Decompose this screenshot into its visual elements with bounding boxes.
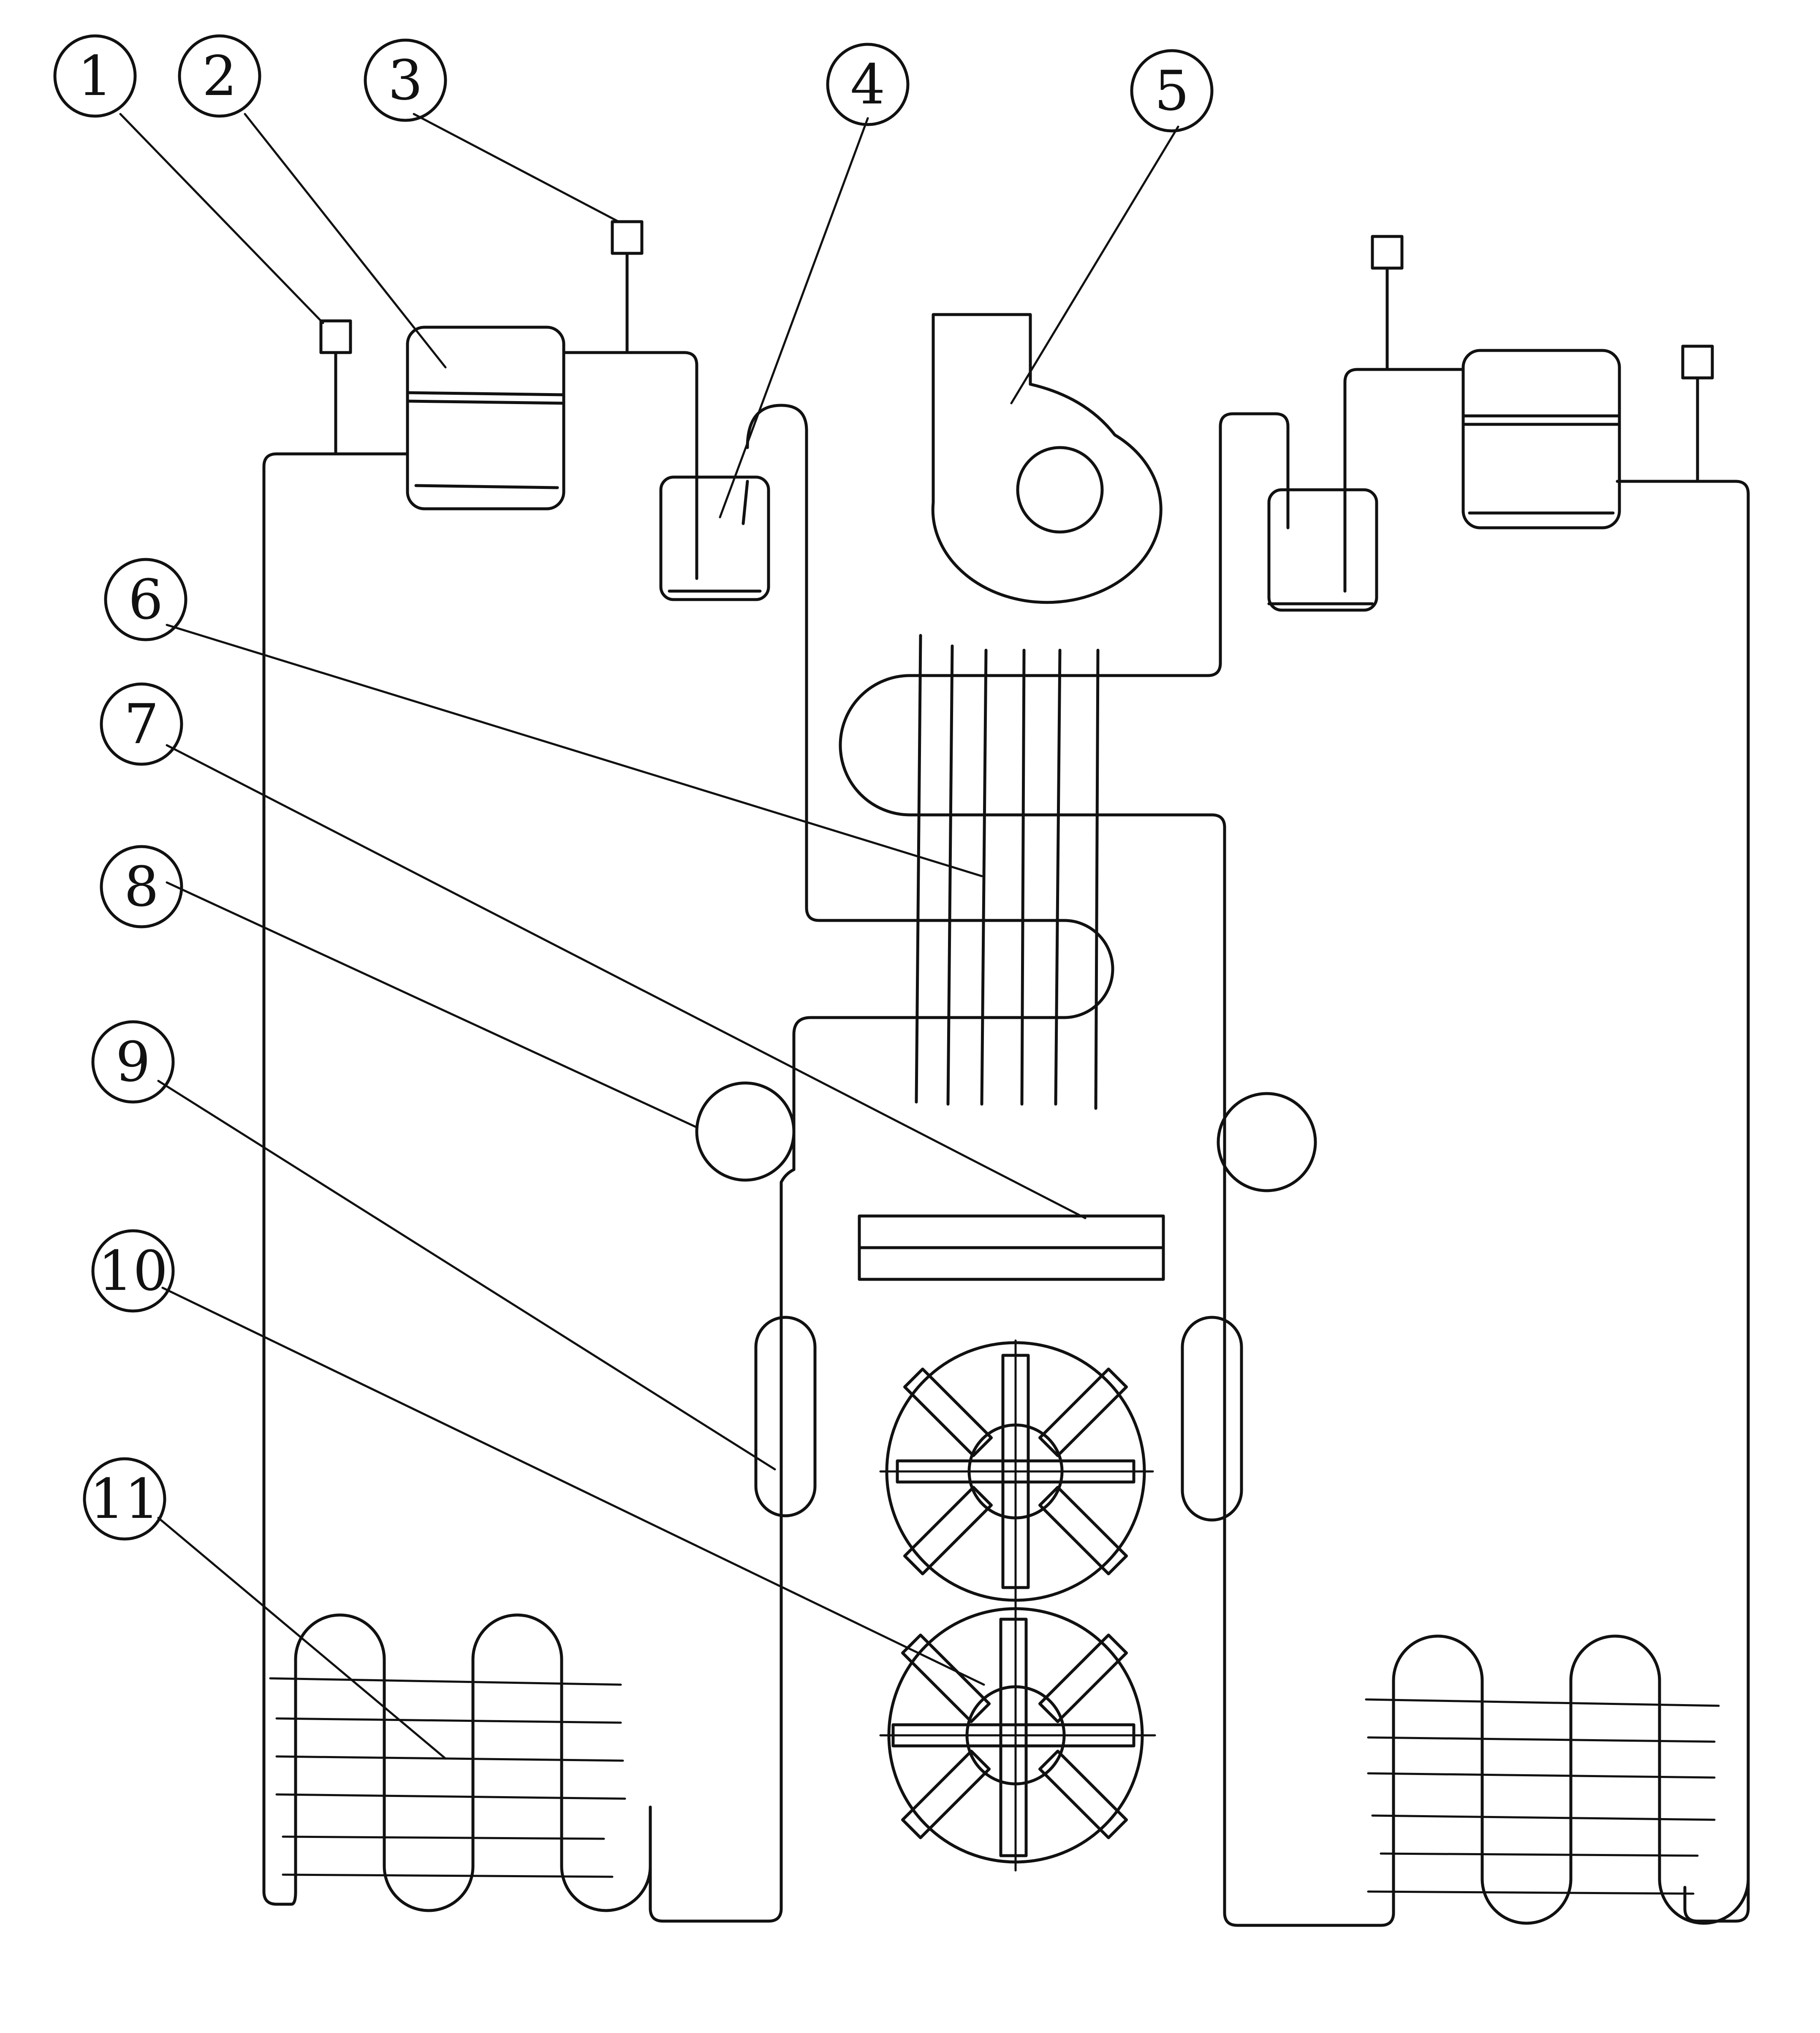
blower-outlet-circle xyxy=(1016,446,1104,534)
leader-lines xyxy=(119,113,1179,1760)
left-inner-vertical-pipe xyxy=(780,1168,796,1437)
callout-1: 1 xyxy=(53,34,137,118)
left-circuit xyxy=(262,220,1114,1923)
callout-8-label: 8 xyxy=(124,855,159,919)
callout-4-label: 4 xyxy=(850,52,886,117)
fan-upper xyxy=(879,1339,1154,1606)
callout-11: 11 xyxy=(83,1457,166,1541)
left-oil-separator xyxy=(659,475,770,601)
callout-10: 10 xyxy=(91,1229,175,1313)
left-to-evaporator-pipe xyxy=(746,404,1114,1171)
left-main-pipe-loop xyxy=(262,452,409,1906)
callout-6-label: 6 xyxy=(128,567,163,632)
right-condenser-serpentine xyxy=(1392,1634,1750,1925)
right-discharge-pipe xyxy=(1343,368,1465,593)
right-compressor xyxy=(1461,349,1621,529)
callout-10-label: 10 xyxy=(98,1239,168,1303)
callout-1-label: 1 xyxy=(78,44,113,108)
center-assembly xyxy=(858,313,1165,1872)
callout-7-label: 7 xyxy=(124,692,159,756)
evaporator-fin-bundle xyxy=(915,634,1100,1110)
left-receiver-tank xyxy=(754,1316,817,1517)
left-condenser-serpentine xyxy=(294,1613,652,1912)
callout-9: 9 xyxy=(91,1020,175,1104)
right-pressure-switch-high xyxy=(1371,235,1404,270)
callout-6: 6 xyxy=(104,558,187,641)
callout-9-label: 9 xyxy=(116,1030,151,1094)
callout-11-label: 11 xyxy=(90,1467,159,1531)
right-pressure-switch-low xyxy=(1681,345,1714,380)
right-oil-separator xyxy=(1267,488,1378,612)
left-sight-glass xyxy=(695,1081,796,1182)
left-pressure-switch-low xyxy=(319,319,352,354)
callout-4: 4 xyxy=(826,43,910,126)
right-sight-glass xyxy=(1217,1092,1317,1192)
callout-8: 8 xyxy=(100,845,183,928)
right-receiver-tank xyxy=(1181,1316,1243,1522)
callout-3-label: 3 xyxy=(388,48,423,112)
callout-5: 5 xyxy=(1130,49,1214,133)
callout-2: 2 xyxy=(178,34,261,118)
electric-heater xyxy=(858,1214,1165,1281)
left-pressure-switch-high xyxy=(611,220,644,255)
callout-5-label: 5 xyxy=(1154,59,1190,123)
fan-lower xyxy=(879,1603,1156,1872)
callout-3: 3 xyxy=(364,38,447,122)
callout-2-label: 2 xyxy=(202,44,237,108)
right-condenser-fins xyxy=(1365,1698,1720,1895)
right-main-pipe-loop xyxy=(1616,480,1750,1923)
right-evaporator-return xyxy=(839,674,1395,1927)
left-compressor xyxy=(406,326,565,510)
left-return-pipe xyxy=(649,1434,783,1923)
callout-7: 7 xyxy=(100,682,183,766)
right-circuit xyxy=(839,235,1750,1927)
left-discharge-pipe xyxy=(562,351,698,580)
blower-housing xyxy=(931,313,1163,604)
left-condenser-fins xyxy=(269,1677,626,1878)
right-to-evaporator-pipe xyxy=(908,412,1290,677)
